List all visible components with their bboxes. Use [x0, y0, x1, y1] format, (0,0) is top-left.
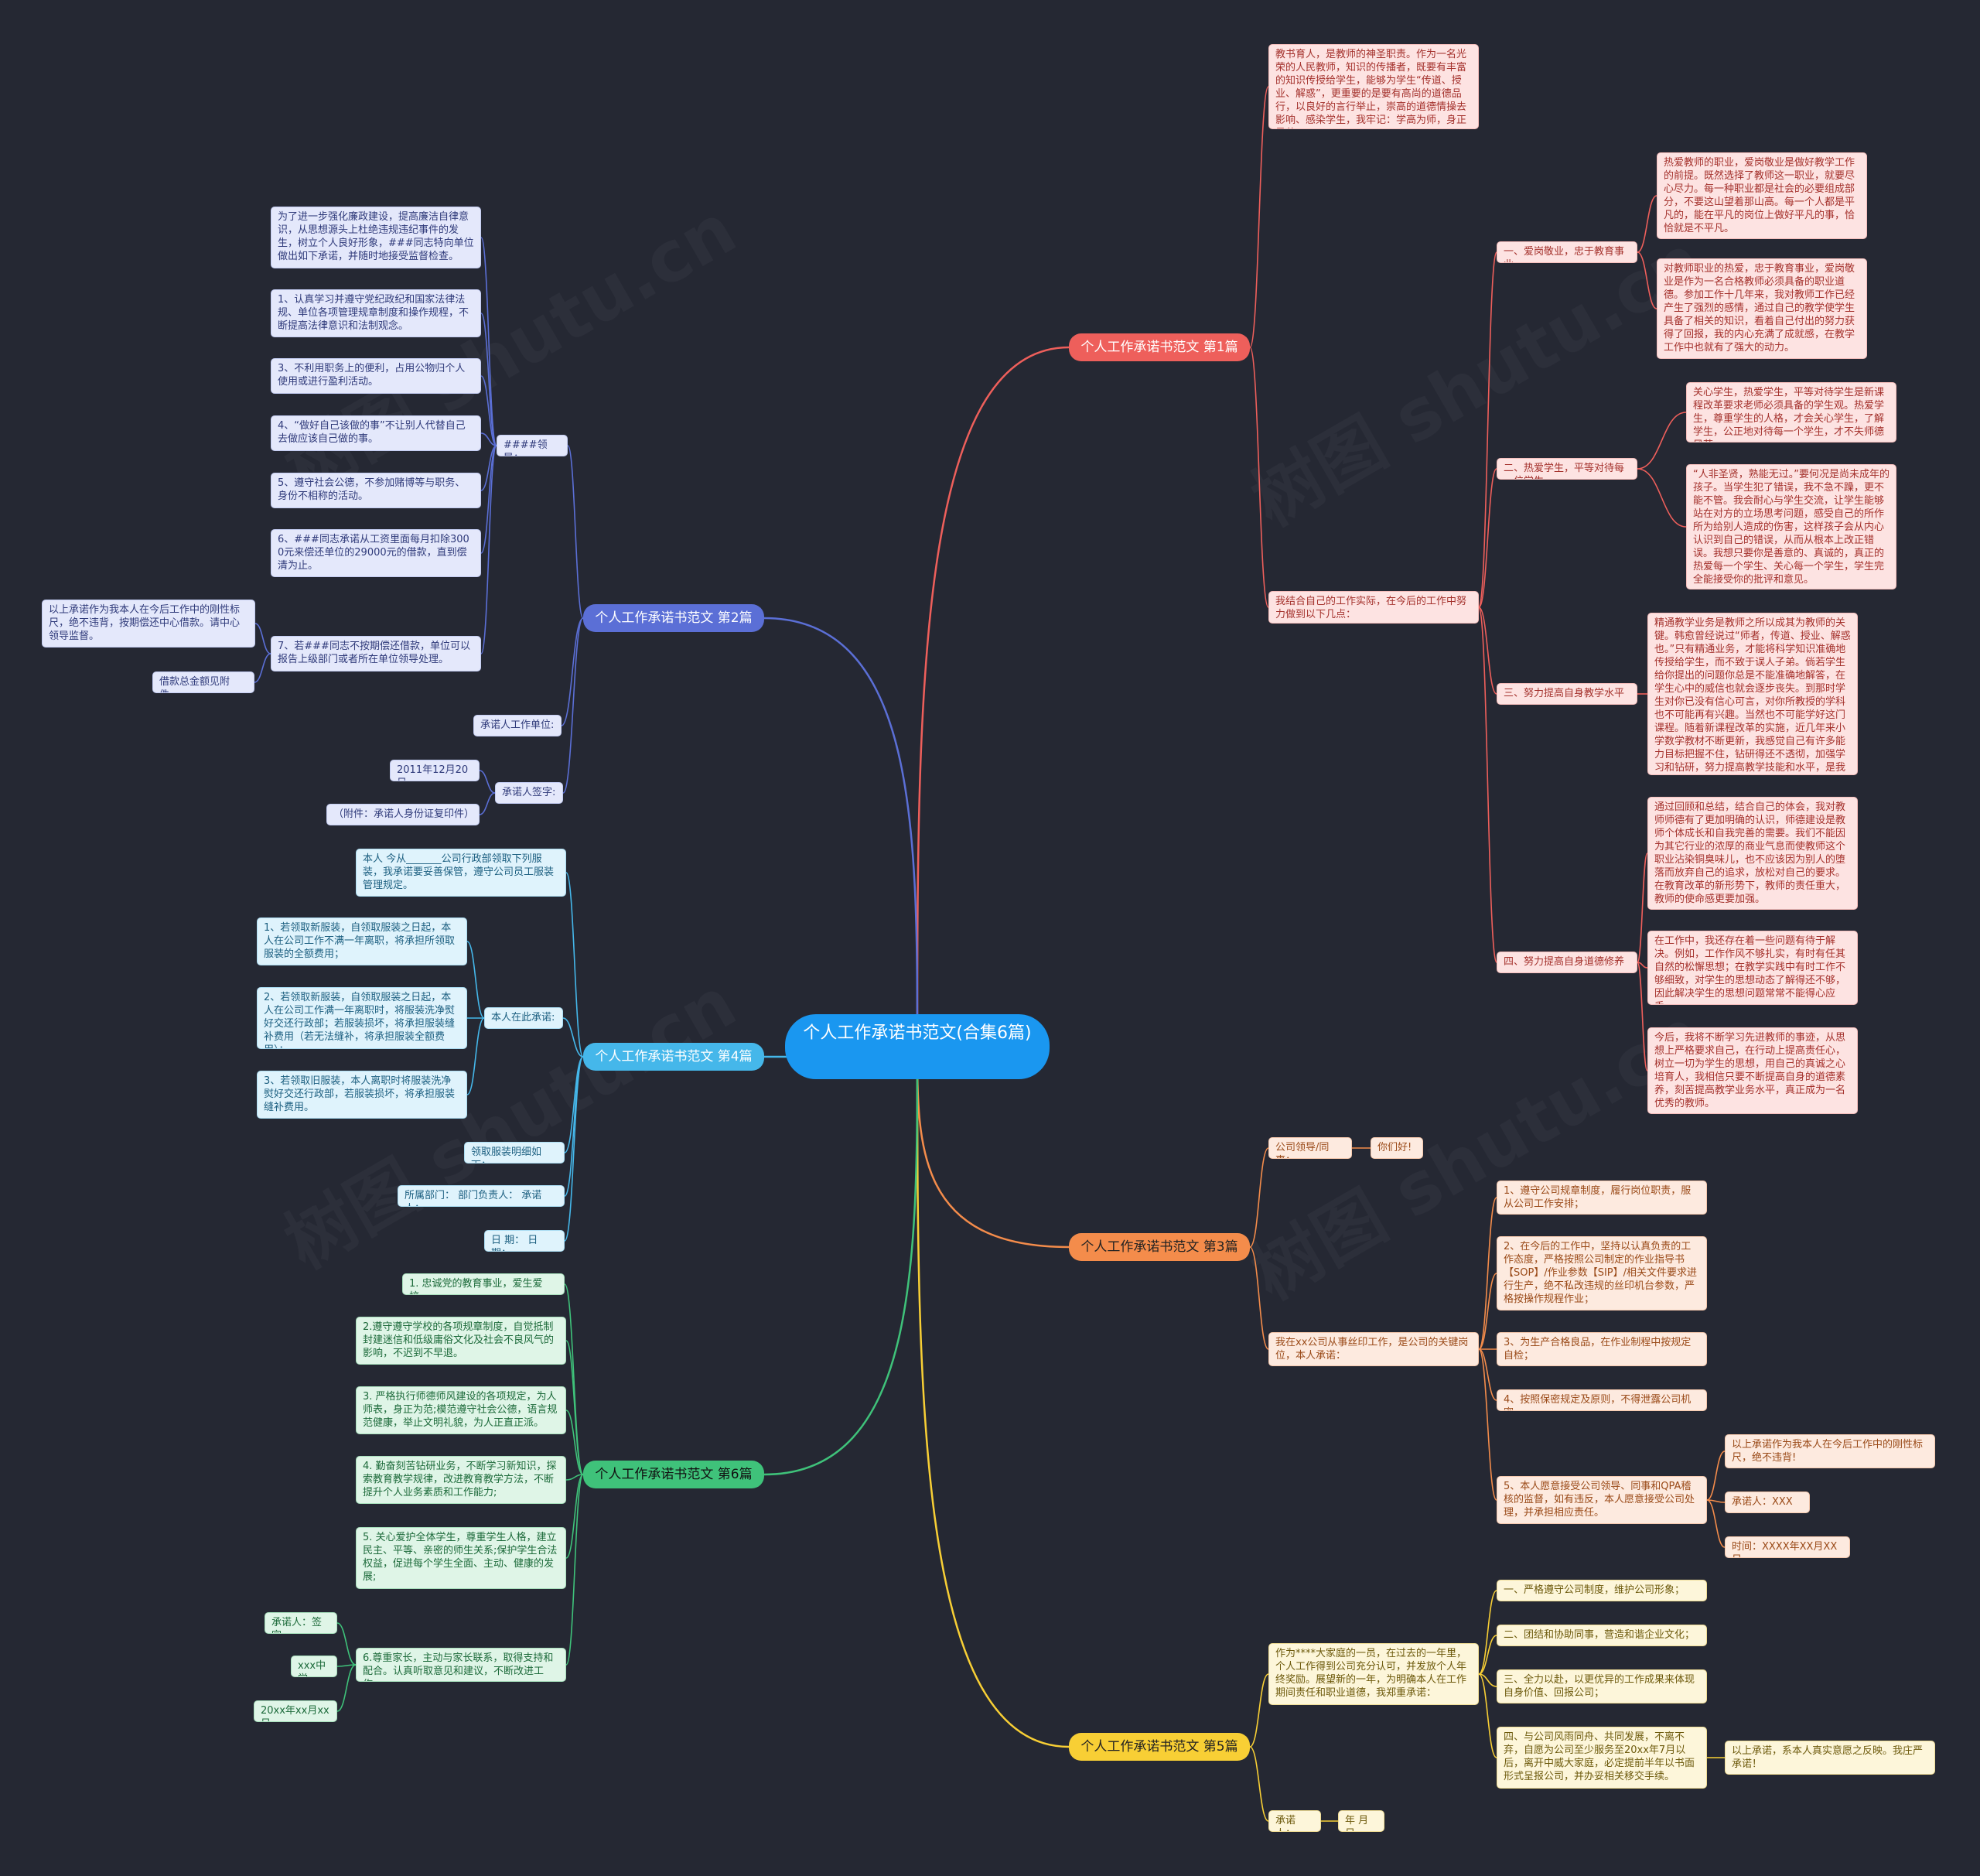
- branch-1-point-1-detail-a[interactable]: 热爱教师的职业，爱岗敬业是做好教学工作的前提。既然选择了教师这一职业，就要尽心尽…: [1657, 152, 1867, 239]
- branch-2-item-7-note-a[interactable]: 以上承诺作为我本人在今后工作中的刚性标尺，绝不违背，按期偿还中心借款。请中心领导…: [42, 600, 255, 648]
- branch-5-item-1[interactable]: 一、严格遵守公司制度，维护公司形象；: [1497, 1580, 1707, 1601]
- branch-4-title[interactable]: 个人工作承诺书范文 第4篇: [583, 1043, 764, 1071]
- branch-4-department[interactable]: 所属部门： 部门负责人： 承诺人：: [398, 1185, 565, 1207]
- branch-3-item-4[interactable]: 4、按照保密规定及原则，不得泄露公司机密: [1497, 1389, 1707, 1411]
- branch-3-item-3[interactable]: 3、为生产合格良品，在作业制程中按规定自检；: [1497, 1332, 1707, 1366]
- branch-6-signer[interactable]: 承诺人：签字: [265, 1612, 337, 1634]
- branch-5-lead[interactable]: 作为****大家庭的一员，在过去的一年里，个人工作得到公司充分认可，并发放个人年…: [1268, 1643, 1479, 1705]
- branch-1-point-4-detail-a[interactable]: 通过回顾和总结，结合自己的体会，我对教师师德有了更加明确的认识，师德建设是教师个…: [1647, 797, 1858, 910]
- branch-6-item-2[interactable]: 2.遵守遵守学校的各项规章制度，自觉抵制封建迷信和低级庸俗文化及社会不良风气的影…: [356, 1317, 566, 1365]
- branch-1-point-4-detail-b[interactable]: 在工作中，我还存在着一些问题有待于解决。例如，工作作风不够扎实，有时有任其自然的…: [1647, 931, 1858, 1005]
- branch-3-lead[interactable]: 我在xx公司从事丝印工作，是公司的关键岗位，本人承诺：: [1268, 1332, 1479, 1366]
- branch-2-item-4[interactable]: 4、“做好自己该做的事”不让别人代替自己去做应该自己做的事。: [271, 415, 481, 451]
- branch-1-point-1-detail-b[interactable]: 对教师职业的热爱，忠于教育事业，爱岗敬业是作为一名合格教师必须具备的职业道德。参…: [1657, 258, 1867, 359]
- branch-5-date[interactable]: 年 月 日: [1338, 1810, 1384, 1832]
- branch-4-lead[interactable]: 本人在此承诺:: [484, 1007, 563, 1029]
- branch-2-date[interactable]: 2011年12月20日: [390, 760, 480, 781]
- branch-3-title[interactable]: 个人工作承诺书范文 第3篇: [1069, 1233, 1250, 1261]
- branch-2-lead[interactable]: ####领导：: [497, 435, 568, 456]
- branch-1-point-3-detail[interactable]: 精通教学业务是教师之所以成其为教师的关键。韩愈曾经说过“师者，传道、授业、解惑也…: [1647, 613, 1858, 775]
- branch-3-date[interactable]: 时间：XXXX年XX月XX日: [1725, 1536, 1850, 1558]
- branch-4-intro[interactable]: 本人 今从_______公司行政部领取下列服装，我承诺要妥善保管，遵守公司员工服…: [356, 849, 566, 897]
- branch-6-item-6[interactable]: 6.尊重家长，主动与家长联系，取得支持和配合。认真听取意见和建议，不断改进工作。: [356, 1648, 566, 1682]
- branch-6-date[interactable]: 20xx年xx月xx日: [254, 1700, 337, 1722]
- branch-4-item-3[interactable]: 3、若领取旧服装，本人离职时将服装洗净熨好交还行政部，若服装损坏，将承担服装缝补…: [257, 1071, 467, 1119]
- branch-1-point-2-detail-a[interactable]: 关心学生，热爱学生，平等对待学生是新课程改革要求老师必须具备的学生观。热爱学生，…: [1686, 382, 1896, 443]
- branch-3-signer[interactable]: 承诺人：XXX: [1725, 1492, 1810, 1513]
- branch-2-attachment[interactable]: （附件：承诺人身份证复印件）: [326, 804, 480, 825]
- branch-2-item-1[interactable]: 1、认真学习并遵守党纪政纪和国家法律法规、单位各项管理规章制度和操作规程，不断提…: [271, 289, 481, 337]
- branch-5-title[interactable]: 个人工作承诺书范文 第5篇: [1069, 1733, 1250, 1761]
- branch-2-item-6[interactable]: 6、###同志承诺从工资里面每月扣除3000元来偿还单位的29000元的借款，直…: [271, 529, 481, 577]
- branch-4-item-1[interactable]: 1、若领取新服装，自领取服装之日起，本人在公司工作不满一年离职，将承担所领取服装…: [257, 917, 467, 965]
- branch-5-closing[interactable]: 以上承诺，系本人真实意愿之反映。我庄严承诺！: [1725, 1741, 1935, 1775]
- branch-6-item-5[interactable]: 5. 关心爱护全体学生，尊重学生人格，建立民主、平等、亲密的师生关系;保护学生合…: [356, 1527, 566, 1589]
- branch-1-point-1[interactable]: 一、爱岗敬业，忠于教育事业: [1497, 241, 1637, 263]
- branch-2-item-intro[interactable]: 为了进一步强化廉政建设，提高廉洁自律意识，从思想源头上杜绝违规违纪事件的发生，树…: [271, 207, 481, 268]
- branch-1-point-4[interactable]: 四、努力提高自身道德修养: [1497, 952, 1637, 973]
- root-topic[interactable]: 个人工作承诺书范文(合集6篇): [785, 1014, 1050, 1079]
- branch-5-item-2[interactable]: 二、团结和协助同事，营造和谐企业文化；: [1497, 1625, 1707, 1646]
- branch-6-item-4[interactable]: 4. 勤奋刻苦钻研业务，不断学习新知识，探索教育教学规律，改进教育教学方法，不断…: [356, 1456, 566, 1504]
- branch-6-item-3[interactable]: 3. 严格执行师德师风建设的各项规定，为人师表，身正为范;模范遵守社会公德，语言…: [356, 1386, 566, 1434]
- branch-4-item-2[interactable]: 2、若领取新服装，自领取服装之日起，本人在公司工作满一年离职时，将服装洗净熨好交…: [257, 987, 467, 1049]
- branch-1-summary[interactable]: 我结合自己的工作实际，在今后的工作中努力做到以下几点：: [1268, 591, 1479, 624]
- branch-5-signer[interactable]: 承诺人：: [1268, 1810, 1321, 1832]
- branch-3-hello[interactable]: 你们好!: [1371, 1137, 1423, 1159]
- branch-1-point-4-detail-c[interactable]: 今后，我将不断学习先进教师的事迹，从思想上严格要求自己，在行动上提高责任心，树立…: [1647, 1027, 1858, 1114]
- branch-1-point-2-detail-b[interactable]: “人非圣贤，熟能无过。”要何况是尚未成年的孩子。当学生犯了错误，我不急不躁，更不…: [1686, 464, 1896, 589]
- branch-1-title[interactable]: 个人工作承诺书范文 第1篇: [1069, 333, 1250, 361]
- branch-2-item-7-note-b[interactable]: 借款总金额见附件。: [152, 671, 254, 693]
- branch-3-item-1[interactable]: 1、遵守公司规章制度，履行岗位职责，服从公司工作安排；: [1497, 1181, 1707, 1215]
- branch-6-title[interactable]: 个人工作承诺书范文 第6篇: [583, 1461, 764, 1488]
- branch-2-item-3[interactable]: 3、不利用职务上的便利，占用公物归个人使用或进行盈利活动。: [271, 358, 481, 394]
- branch-2-signature[interactable]: 承诺人签字:: [495, 782, 563, 804]
- branch-1-point-2[interactable]: 二、热爱学生，平等对待每一位学生: [1497, 458, 1637, 480]
- branch-2-item-5[interactable]: 5、遵守社会公德，不参加赌博等与职务、身份不相称的活动。: [271, 473, 481, 508]
- branch-6-school[interactable]: xxx中学: [291, 1656, 337, 1677]
- branch-5-item-4[interactable]: 四、与公司风雨同舟、共同发展，不离不弃，自愿为公司至少服务至20xx年7月以后，…: [1497, 1727, 1707, 1789]
- branch-1-intro[interactable]: 教书育人，是教师的神圣职责。作为一名光荣的人民教师，知识的传播者，既要有丰富的知…: [1268, 44, 1479, 129]
- branch-3-greeting[interactable]: 公司领导/同事：: [1268, 1137, 1352, 1159]
- branch-1-point-3[interactable]: 三、努力提高自身教学水平: [1497, 683, 1637, 705]
- branch-6-item-1[interactable]: 1. 忠诚党的教育事业，爱生爱校。: [402, 1273, 565, 1295]
- branch-2-work-unit[interactable]: 承诺人工作单位:: [473, 715, 562, 736]
- branch-3-closing[interactable]: 以上承诺作为我本人在今后工作中的刚性标尺，绝不违背!: [1725, 1434, 1935, 1468]
- branch-4-detail-label[interactable]: 领取服装明细如下：: [464, 1142, 565, 1164]
- branch-2-item-7[interactable]: 7、若###同志不按期偿还借款，单位可以报告上级部门或者所在单位领导处理。: [271, 636, 481, 671]
- branch-5-item-3[interactable]: 三、全力以赴，以更优异的工作成果来体现自身价值、回报公司；: [1497, 1669, 1707, 1703]
- branch-3-item-2[interactable]: 2、在今后的工作中，坚持以认真负责的工作态度，严格按照公司制定的作业指导书【SO…: [1497, 1236, 1707, 1310]
- branch-4-date[interactable]: 日 期： 日 期：: [484, 1230, 565, 1252]
- branch-2-title[interactable]: 个人工作承诺书范文 第2篇: [583, 604, 764, 632]
- branch-3-item-5[interactable]: 5、本人愿意接受公司领导、同事和QPA稽核的监督，如有违反，本人愿意接受公司处理…: [1497, 1476, 1707, 1524]
